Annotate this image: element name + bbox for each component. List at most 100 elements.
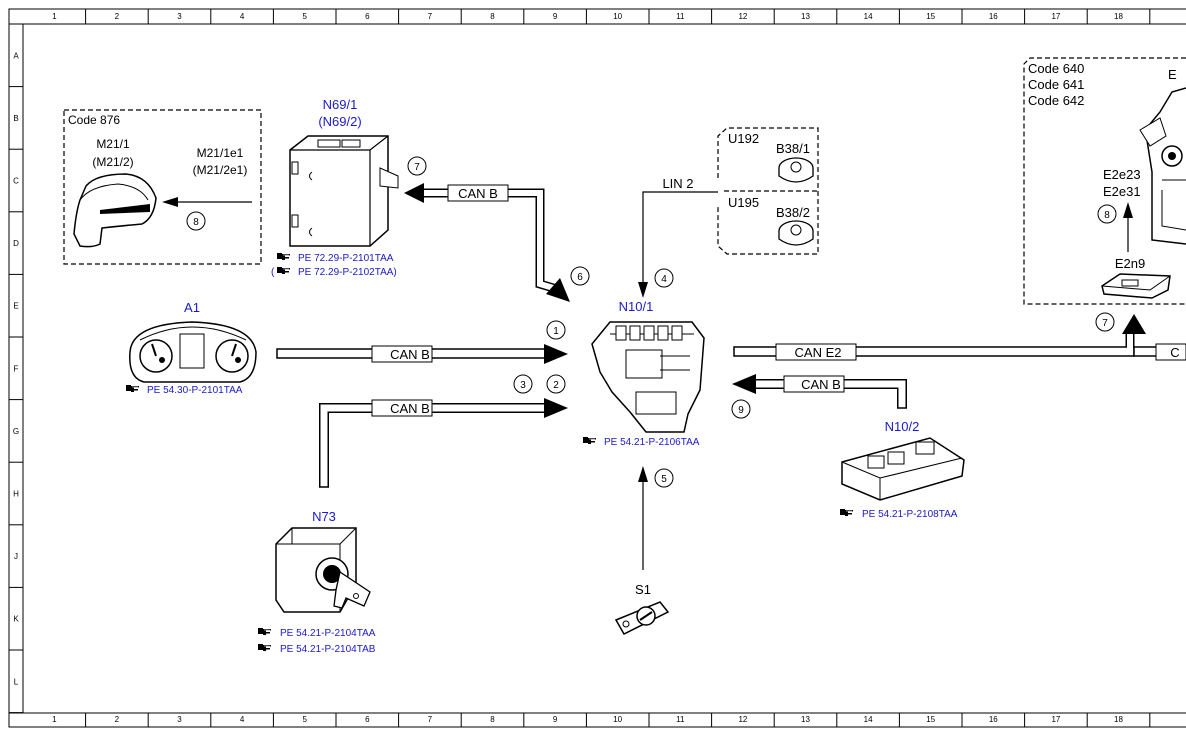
row-letter: J (14, 552, 18, 561)
row-letter: L (14, 677, 19, 686)
code-640-label: Code 640 (1028, 61, 1084, 76)
column-number: 11 (676, 715, 685, 724)
column-number: 11 (676, 12, 685, 21)
column-number: 1 (52, 12, 57, 21)
hand-pointer-icon (582, 436, 597, 445)
column-number: 14 (864, 12, 873, 21)
code-876-label: Code 876 (68, 113, 120, 127)
headlamp-icon (1139, 87, 1186, 245)
column-number: 1 (52, 715, 57, 724)
circle-8-right: 8 (1104, 210, 1110, 221)
hand-pointer-icon (276, 252, 291, 261)
column-number: 10 (613, 12, 622, 21)
column-number: 6 (365, 715, 370, 724)
column-number: 5 (302, 12, 307, 21)
side-mirror-icon (73, 173, 157, 248)
n69-ref-2-prefix: ( (271, 267, 275, 278)
e2e31-label: E2e31 (1103, 184, 1141, 199)
frame-outer (8, 8, 1186, 728)
column-number: 17 (1051, 715, 1060, 724)
n10-1-group: N10/1 PE 54.21-P-2106TAA (582, 299, 705, 448)
circle-4: 4 (661, 274, 667, 285)
a1-group: A1 PE 54.30-P-2101TAA (125, 300, 257, 396)
can-e2-bus: CAN E2 C (733, 314, 1186, 361)
row-letter: C (13, 177, 19, 186)
e2n9-label: E2n9 (1115, 256, 1145, 271)
column-number: 17 (1051, 12, 1060, 21)
can-b-a1-bus: CAN B (276, 344, 568, 364)
n69-1-label: N69/1 (323, 97, 358, 112)
b38-2-label: B38/2 (776, 205, 810, 220)
column-number: 3 (177, 715, 182, 724)
can-b-n73-bus: CAN B (319, 398, 568, 488)
a1-ref: PE 54.30-P-2101TAA (147, 385, 243, 396)
column-number: 2 (115, 715, 120, 724)
e2e23-label: E2e23 (1103, 167, 1141, 182)
code-641-label: Code 641 (1028, 77, 1084, 92)
can-b-a1-label: CAN B (390, 347, 430, 362)
column-number: 10 (613, 715, 622, 724)
column-number: 6 (365, 12, 370, 21)
hand-pointer-icon (839, 508, 854, 517)
column-ruler: 1122334455667788991010111112121313141415… (52, 9, 1151, 727)
row-letter: D (13, 239, 19, 248)
column-number: 9 (553, 715, 558, 724)
u195-label: U195 (728, 195, 759, 210)
column-number: 4 (240, 715, 245, 724)
n69-2-label: (N69/2) (318, 114, 361, 129)
e-label: E (1168, 67, 1177, 82)
circle-2: 2 (553, 380, 559, 391)
m21-1-label: M21/1 (96, 137, 130, 151)
b38-1-label: B38/1 (776, 141, 810, 156)
ignition-switch-icon (614, 601, 670, 635)
row-letter: G (13, 427, 19, 436)
row-letter: K (13, 615, 19, 624)
can-e2-label: CAN E2 (795, 345, 842, 360)
n10-1-label: N10/1 (619, 299, 654, 314)
can-b-top-label: CAN B (458, 186, 498, 201)
n10-1-ref: PE 54.21-P-2106TAA (604, 437, 700, 448)
m21-2-label: (M21/2) (92, 155, 133, 169)
s1-line (638, 466, 648, 570)
column-number: 14 (864, 715, 873, 724)
code-642-label: Code 642 (1028, 93, 1084, 108)
lin2-line: LIN 2 (638, 176, 718, 298)
n10-2-ref: PE 54.21-P-2108TAA (862, 509, 958, 520)
hand-pointer-icon (257, 627, 272, 636)
column-number: 16 (989, 12, 998, 21)
n73-ref-2: PE 54.21-P-2104TAB (280, 644, 376, 655)
n69-group: N69/1 (N69/2) 7 PE 72.29-P-2101TAA ( PE … (271, 97, 427, 278)
m21-group: Code 876 M21/1 (M21/2) M21/1e1 (M21/2e1)… (63, 109, 262, 265)
column-number: 13 (801, 12, 810, 21)
column-number: 9 (553, 12, 558, 21)
sam-module-icon (841, 437, 965, 501)
column-number: 2 (115, 12, 120, 21)
n73-group: N73 PE 54.21-P-2104TAA PE 54.21-P-2104TA… (257, 509, 376, 655)
row-letter: B (13, 114, 18, 123)
column-number: 18 (1114, 715, 1123, 724)
circle-1: 1 (553, 326, 559, 337)
code-640-group: Code 640 Code 641 Code 642 E E2e23 E2e31… (1023, 57, 1186, 332)
hand-pointer-icon (257, 643, 272, 652)
n73-ref-1: PE 54.21-P-2104TAA (280, 628, 376, 639)
circle-3: 3 (520, 380, 526, 391)
a1-label: A1 (184, 300, 200, 315)
u192-label: U192 (728, 131, 759, 146)
column-number: 8 (490, 715, 495, 724)
m21-1e1-label: M21/1e1 (197, 146, 244, 160)
column-number: 15 (926, 715, 935, 724)
n73-label: N73 (312, 509, 336, 524)
row-letter: H (13, 490, 19, 499)
column-number: 15 (926, 12, 935, 21)
rain-sensor-icon (778, 157, 814, 183)
u-sensor-group: U192 B38/1 U195 B38/2 (717, 127, 819, 255)
row-letter: E (13, 302, 18, 311)
m21-2e1-label: (M21/2e1) (193, 163, 248, 177)
circle-6: 6 (577, 272, 583, 283)
column-number: 18 (1114, 12, 1123, 21)
hand-pointer-icon (276, 266, 291, 275)
control-module-icon (289, 135, 399, 247)
n69-ref-2: PE 72.29-P-2102TAA) (298, 267, 397, 278)
column-number: 12 (738, 12, 747, 21)
